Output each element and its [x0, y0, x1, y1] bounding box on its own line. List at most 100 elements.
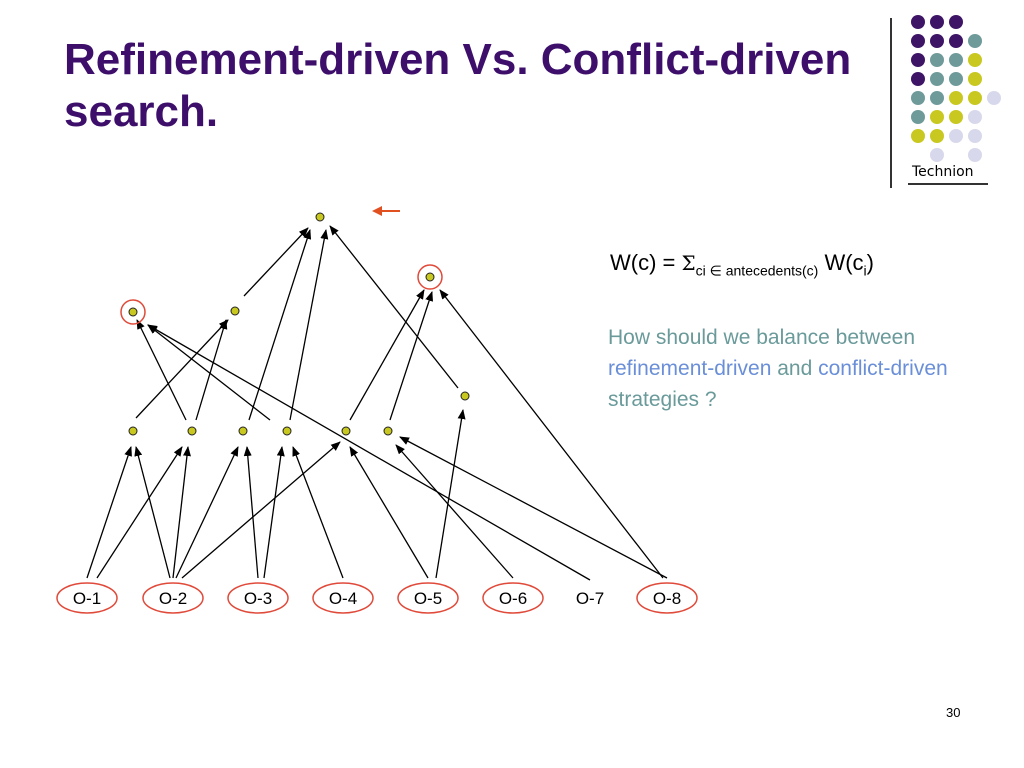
formula-subscript: ci ∈ antecedents(c): [695, 262, 819, 279]
logo-dot: [968, 110, 982, 124]
logo-dot: [930, 53, 944, 67]
current-node-arrow-head: [372, 206, 382, 216]
graph-edge: [175, 446, 239, 579]
graph-edge: [349, 446, 429, 579]
graph-edge: [435, 409, 466, 579]
question-part1: How should we balance between: [608, 326, 916, 349]
logo-dot: [930, 91, 944, 105]
logo-dot: [930, 15, 944, 29]
logo-dot: [968, 72, 982, 86]
graph-edge: [439, 289, 664, 579]
logo-dot: [949, 91, 963, 105]
graph-edge: [389, 291, 433, 421]
logo-dot: [911, 53, 925, 67]
graph-node: [460, 391, 470, 401]
graph-edge: [399, 436, 668, 579]
graph-node: [341, 426, 351, 436]
question-refinement: refinement-driven: [608, 357, 772, 380]
graph-edge: [136, 319, 187, 421]
graph-edge: [147, 324, 271, 421]
leaf-label: O-4: [329, 589, 357, 608]
graph-edge: [134, 446, 171, 579]
logo-dot: [968, 91, 982, 105]
graph-edge: [195, 319, 228, 421]
header-divider-line: [890, 18, 892, 188]
leaf-label: O-7: [576, 589, 604, 608]
leaf-highlight-circle: [397, 582, 459, 614]
logo-dot: [930, 72, 944, 86]
logo-dot: [911, 110, 925, 124]
leaf-highlight-circle: [636, 582, 698, 614]
formula-sigma: Σ: [681, 251, 696, 275]
balance-question: How should we balance between refinement…: [608, 322, 988, 415]
logo-dot: [968, 129, 982, 143]
leaf-highlight-circle: [482, 582, 544, 614]
technion-logo-label: Technion: [912, 164, 974, 180]
logo-underline: [908, 183, 988, 185]
graph-edge: [248, 229, 312, 421]
logo-dot: [987, 91, 1001, 105]
question-part2: and: [771, 357, 819, 380]
highlight-circle: [417, 264, 443, 290]
graph-node: [315, 212, 325, 222]
leaf-highlight-circle: [227, 582, 289, 614]
graph-edge: [172, 446, 191, 579]
logo-dot: [949, 34, 963, 48]
logo-dot: [911, 72, 925, 86]
logo-dot: [930, 148, 944, 162]
graph-edge: [135, 319, 229, 419]
graph-edge: [181, 441, 341, 579]
leaf-highlight-circle: [56, 582, 118, 614]
slide-title: Refinement-driven Vs. Conflict-driven se…: [64, 35, 852, 136]
logo-dot: [968, 148, 982, 162]
logo-dot: [930, 129, 944, 143]
graph-node: [128, 426, 138, 436]
graph-node: [238, 426, 248, 436]
graph-edge: [349, 289, 425, 421]
leaf-label: O-2: [159, 589, 187, 608]
graph-edge: [329, 225, 459, 389]
graph-edge: [243, 446, 259, 579]
logo-dot: [949, 53, 963, 67]
logo-dot: [949, 15, 963, 29]
graph-node: [425, 272, 435, 282]
logo-dot: [968, 53, 982, 67]
weight-formula: W(c) = Σci ∈ antecedents(c) W(ci): [610, 250, 874, 279]
formula-rhs-subscript: i: [863, 262, 867, 279]
graph-edge: [243, 227, 309, 297]
question-conflict: conflict-driven: [818, 357, 948, 380]
logo-dot: [911, 34, 925, 48]
logo-dot: [949, 110, 963, 124]
graph-edge: [395, 444, 514, 579]
graph-edge: [96, 446, 183, 579]
graph-edge: [86, 446, 132, 579]
graph-node: [187, 426, 197, 436]
graph-edge: [263, 446, 285, 579]
formula-lhs: W(c) =: [610, 250, 682, 275]
logo-dot: [911, 91, 925, 105]
leaf-label: O-5: [414, 589, 442, 608]
leaf-highlight-circle: [142, 582, 204, 614]
graph-node: [230, 306, 240, 316]
leaf-label: O-3: [244, 589, 272, 608]
leaf-label: O-8: [653, 589, 681, 608]
logo-dot: [949, 129, 963, 143]
formula-rhs-close: ): [866, 250, 874, 275]
logo-dot: [911, 129, 925, 143]
graph-edge: [292, 446, 344, 579]
leaf-label: O-6: [499, 589, 527, 608]
technion-logo-dots: [911, 15, 1001, 162]
graph-edge: [289, 229, 329, 421]
highlight-circle: [120, 299, 146, 325]
logo-dot: [930, 34, 944, 48]
graph-node: [383, 426, 393, 436]
graph-node: [128, 307, 138, 317]
graph-node: [282, 426, 292, 436]
leaf-label: O-1: [73, 589, 101, 608]
formula-rhs: W(c: [818, 250, 864, 275]
graph-edge: [147, 324, 591, 581]
logo-dot: [930, 110, 944, 124]
page-number: 30: [946, 705, 961, 720]
leaf-highlight-circle: [312, 582, 374, 614]
